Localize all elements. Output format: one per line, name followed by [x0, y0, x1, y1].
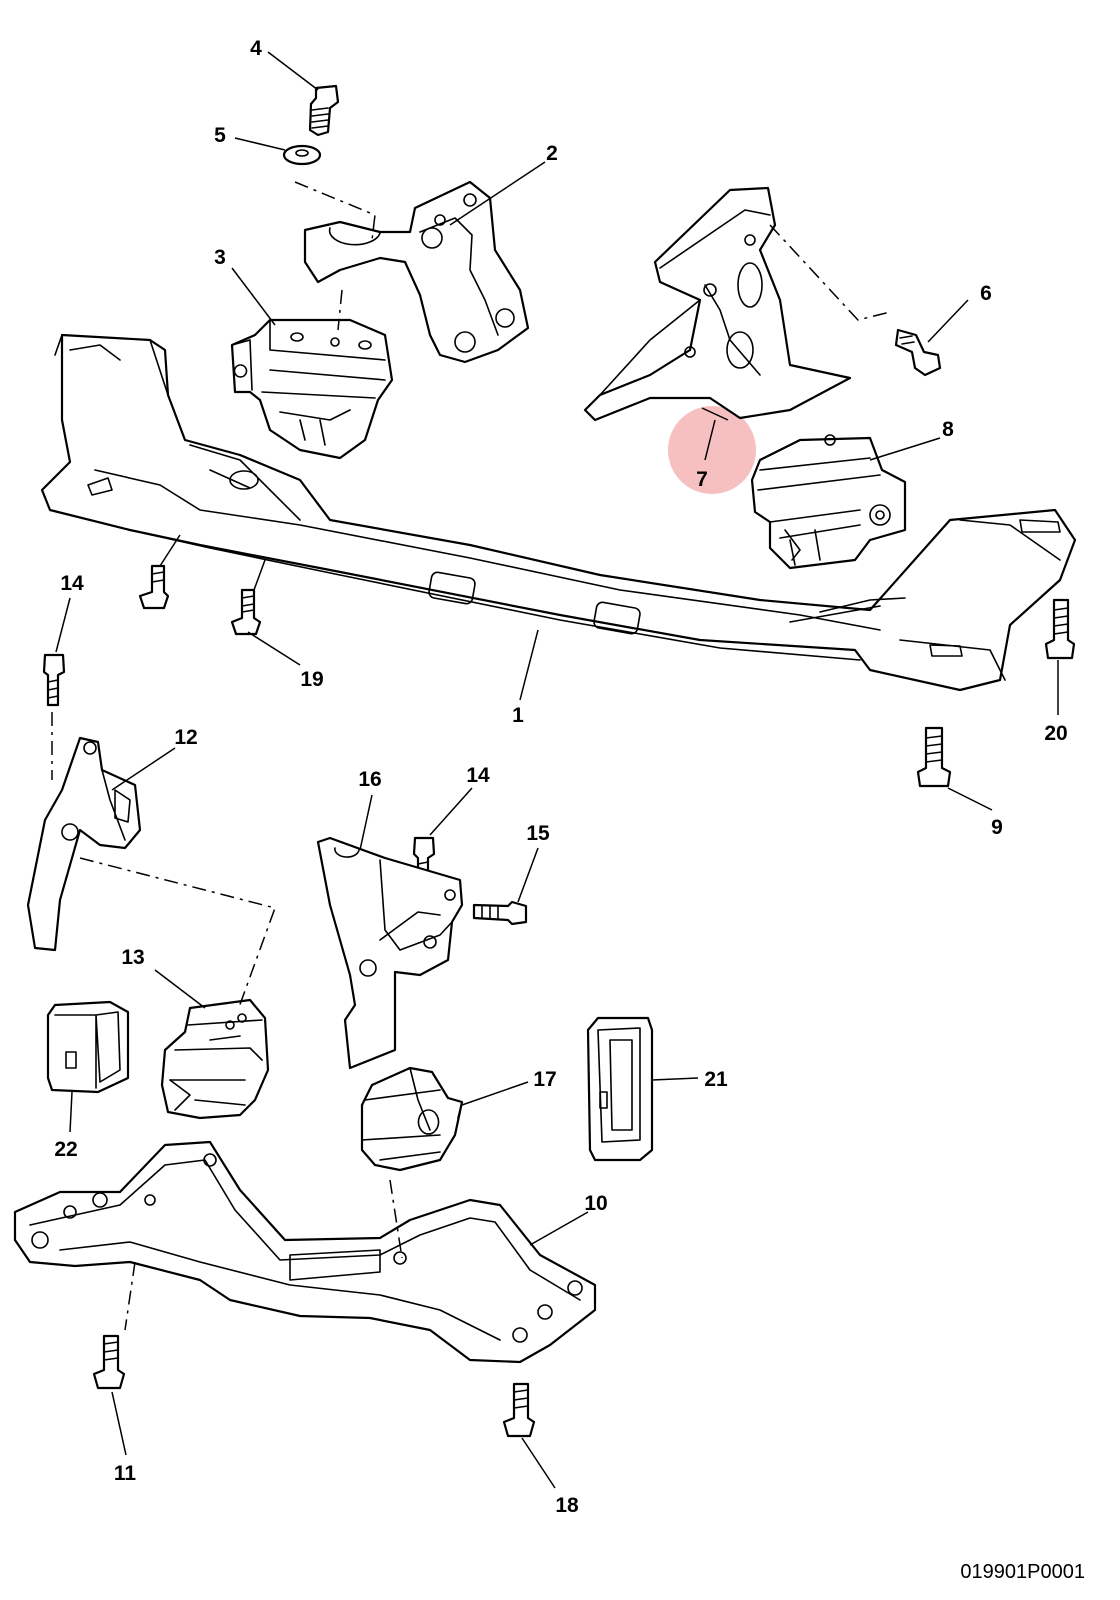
callout-13: 13 [121, 946, 144, 969]
callout-labels: 1 2 3 4 5 6 7 8 9 10 11 12 13 14 14 15 1… [54, 37, 1067, 1517]
callout-22: 22 [54, 1138, 77, 1161]
callout-8: 8 [942, 418, 954, 441]
callout-9: 9 [991, 816, 1003, 839]
callout-12: 12 [174, 726, 197, 749]
callout-7: 7 [696, 468, 708, 491]
mount-part-17 [360, 1066, 464, 1172]
callout-18: 18 [555, 1494, 579, 1517]
bolt-part-14-top [42, 653, 66, 707]
engine-mount-bracket-left [303, 180, 530, 364]
callout-10: 10 [584, 1192, 607, 1215]
bolt-part-19 [230, 588, 262, 636]
bolt-part-6 [894, 328, 942, 377]
leader-lines [55, 51, 1059, 1489]
bolt-part-20 [1044, 598, 1076, 660]
callout-14-mid: 14 [466, 764, 490, 787]
callout-15: 15 [526, 822, 550, 845]
front-crossmember [40, 333, 1077, 692]
bolt-part-4 [308, 84, 340, 137]
engine-mount-left [230, 318, 394, 460]
engine-mount-right [750, 434, 907, 570]
callout-4: 4 [250, 37, 262, 60]
block-part-22 [46, 1000, 130, 1094]
block-part-21 [586, 1016, 654, 1162]
reference-code: 019901P0001 [960, 1561, 1085, 1583]
callout-21: 21 [704, 1068, 728, 1091]
callout-19: 19 [300, 668, 323, 691]
callout-highlight-marker [668, 406, 756, 494]
assembly-lines [51, 181, 891, 1331]
callout-16: 16 [358, 768, 381, 791]
callout-2: 2 [546, 142, 558, 165]
mount-part-13 [160, 998, 270, 1120]
bolt-part-9 [916, 726, 952, 788]
callout-5: 5 [214, 124, 226, 147]
subframe-part-10 [13, 1140, 597, 1364]
bracket-part-12 [26, 736, 142, 952]
callout-20: 20 [1044, 722, 1067, 745]
callout-17: 17 [533, 1068, 556, 1091]
callout-11: 11 [114, 1462, 137, 1485]
engine-mount-bracket-right [583, 186, 852, 422]
bolt-part-11 [92, 1334, 126, 1390]
bracket-part-16 [316, 836, 464, 1070]
callout-14-top: 14 [60, 572, 84, 595]
callout-3: 3 [214, 246, 226, 269]
callout-1: 1 [512, 704, 524, 727]
bolt-part-18 [502, 1382, 536, 1438]
bolt-small-left [138, 564, 170, 610]
washer-part-5 [282, 144, 322, 166]
bolt-part-15 [472, 900, 528, 926]
callout-6: 6 [980, 282, 992, 305]
